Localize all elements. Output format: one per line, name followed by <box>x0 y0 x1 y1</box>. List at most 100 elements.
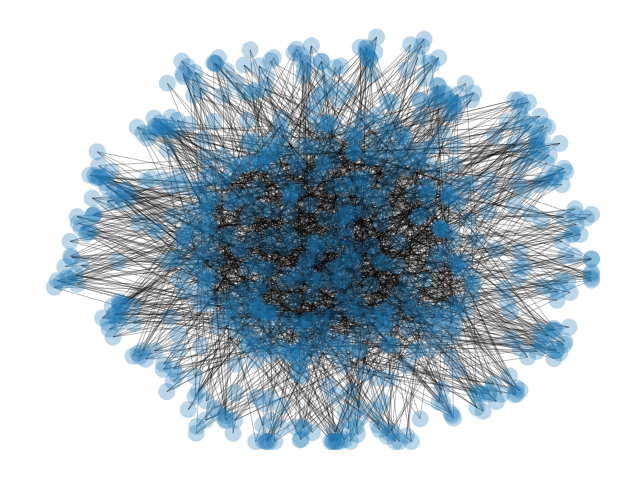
graph-edge <box>411 294 455 419</box>
graph-edge <box>187 66 318 247</box>
graph-edge <box>325 130 388 219</box>
graph-edge <box>251 195 383 303</box>
graph-edge <box>213 62 308 341</box>
graph-node-peripheral <box>416 69 434 87</box>
graph-edge <box>277 174 565 345</box>
graph-edge <box>270 101 453 236</box>
graph-edge <box>352 150 452 232</box>
graph-node-mid <box>509 174 527 192</box>
graph-edge <box>125 190 301 347</box>
graph-edge <box>243 217 418 328</box>
graph-node-peripheral <box>427 91 445 109</box>
graph-edge <box>372 122 508 315</box>
graph-edge <box>439 170 444 231</box>
graph-node-mid <box>211 310 228 328</box>
graph-edge <box>439 228 454 305</box>
graph-node-core <box>202 290 220 308</box>
graph-edge <box>289 200 334 284</box>
graph-edge <box>163 303 454 370</box>
graph-edge <box>119 258 174 306</box>
graph-node-peripheral <box>131 347 149 365</box>
graph-edge <box>355 47 367 140</box>
graph-edge <box>206 200 213 305</box>
graph-edge <box>197 264 306 392</box>
graph-edge <box>299 54 410 308</box>
graph-edge <box>302 326 434 429</box>
graph-edge <box>330 208 429 442</box>
graph-edge <box>199 172 393 193</box>
graph-edge <box>150 132 434 327</box>
graph-edge <box>321 167 565 281</box>
graph-edge <box>94 175 259 307</box>
graph-edge <box>356 213 592 295</box>
graph-node-core <box>384 114 402 132</box>
graph-edge <box>217 236 333 414</box>
graph-node-core <box>312 271 330 289</box>
graph-edge <box>64 151 355 268</box>
graph-edge <box>392 318 503 395</box>
graph-edge <box>297 293 345 374</box>
graph-edge <box>337 44 412 267</box>
graph-node-peripheral <box>286 418 304 436</box>
graph-edge <box>332 177 362 187</box>
graph-edge <box>232 319 364 374</box>
graph-node-peripheral <box>480 385 498 403</box>
graph-edge <box>317 123 372 285</box>
graph-edge <box>188 210 571 293</box>
graph-edge <box>112 239 254 307</box>
graph-edge <box>271 158 534 213</box>
graph-edge <box>77 216 313 278</box>
graph-node-peripheral <box>103 298 121 315</box>
graph-edge <box>344 179 544 366</box>
graph-node-peripheral <box>72 219 90 237</box>
graph-edge <box>270 60 341 220</box>
graph-node-core <box>443 176 461 193</box>
graph-edge <box>311 277 360 409</box>
graph-edge <box>210 298 311 322</box>
graph-edge <box>342 208 429 265</box>
graph-edge <box>289 213 443 390</box>
graph-edge <box>209 227 270 319</box>
graph-edge <box>187 270 360 307</box>
graph-edge <box>309 83 466 206</box>
graph-edge <box>420 136 539 315</box>
graph-edge <box>315 236 333 257</box>
graph-edge <box>332 151 542 188</box>
graph-node-mid <box>502 330 520 348</box>
graph-edge <box>206 281 260 322</box>
graph-node-core <box>421 178 438 196</box>
graph-edge <box>398 161 420 295</box>
graph-node-core <box>312 164 330 182</box>
graph-edge <box>257 147 319 157</box>
graph-node-core <box>303 286 321 304</box>
graph-edge <box>434 234 573 264</box>
graph-edge <box>257 45 423 290</box>
graph-edge <box>69 278 258 311</box>
graph-edge <box>270 234 517 389</box>
graph-edge <box>344 365 483 395</box>
graph-edge <box>261 164 323 343</box>
graph-edge <box>156 128 308 341</box>
graph-node-peripheral <box>413 37 431 55</box>
graph-edge <box>266 241 317 351</box>
graph-edge <box>258 65 452 232</box>
graph-node-mid <box>260 136 278 154</box>
graph-edge <box>208 225 436 315</box>
graph-node-peripheral <box>567 215 585 233</box>
graph-edge <box>369 59 471 184</box>
graph-edge <box>246 203 250 347</box>
graph-edge <box>309 308 412 322</box>
graph-edge <box>133 234 272 307</box>
graph-edge <box>182 73 299 374</box>
graph-edge <box>356 125 533 295</box>
graph-edge <box>235 82 444 318</box>
graph-edge <box>208 225 227 416</box>
graph-edge <box>217 324 323 327</box>
graph-edge <box>414 192 592 279</box>
graph-edge <box>448 197 557 351</box>
graph-edge <box>203 280 364 318</box>
graph-edge <box>119 317 420 350</box>
graph-edge <box>120 208 429 305</box>
graph-edge <box>206 281 391 307</box>
graph-node-mid <box>463 277 481 294</box>
